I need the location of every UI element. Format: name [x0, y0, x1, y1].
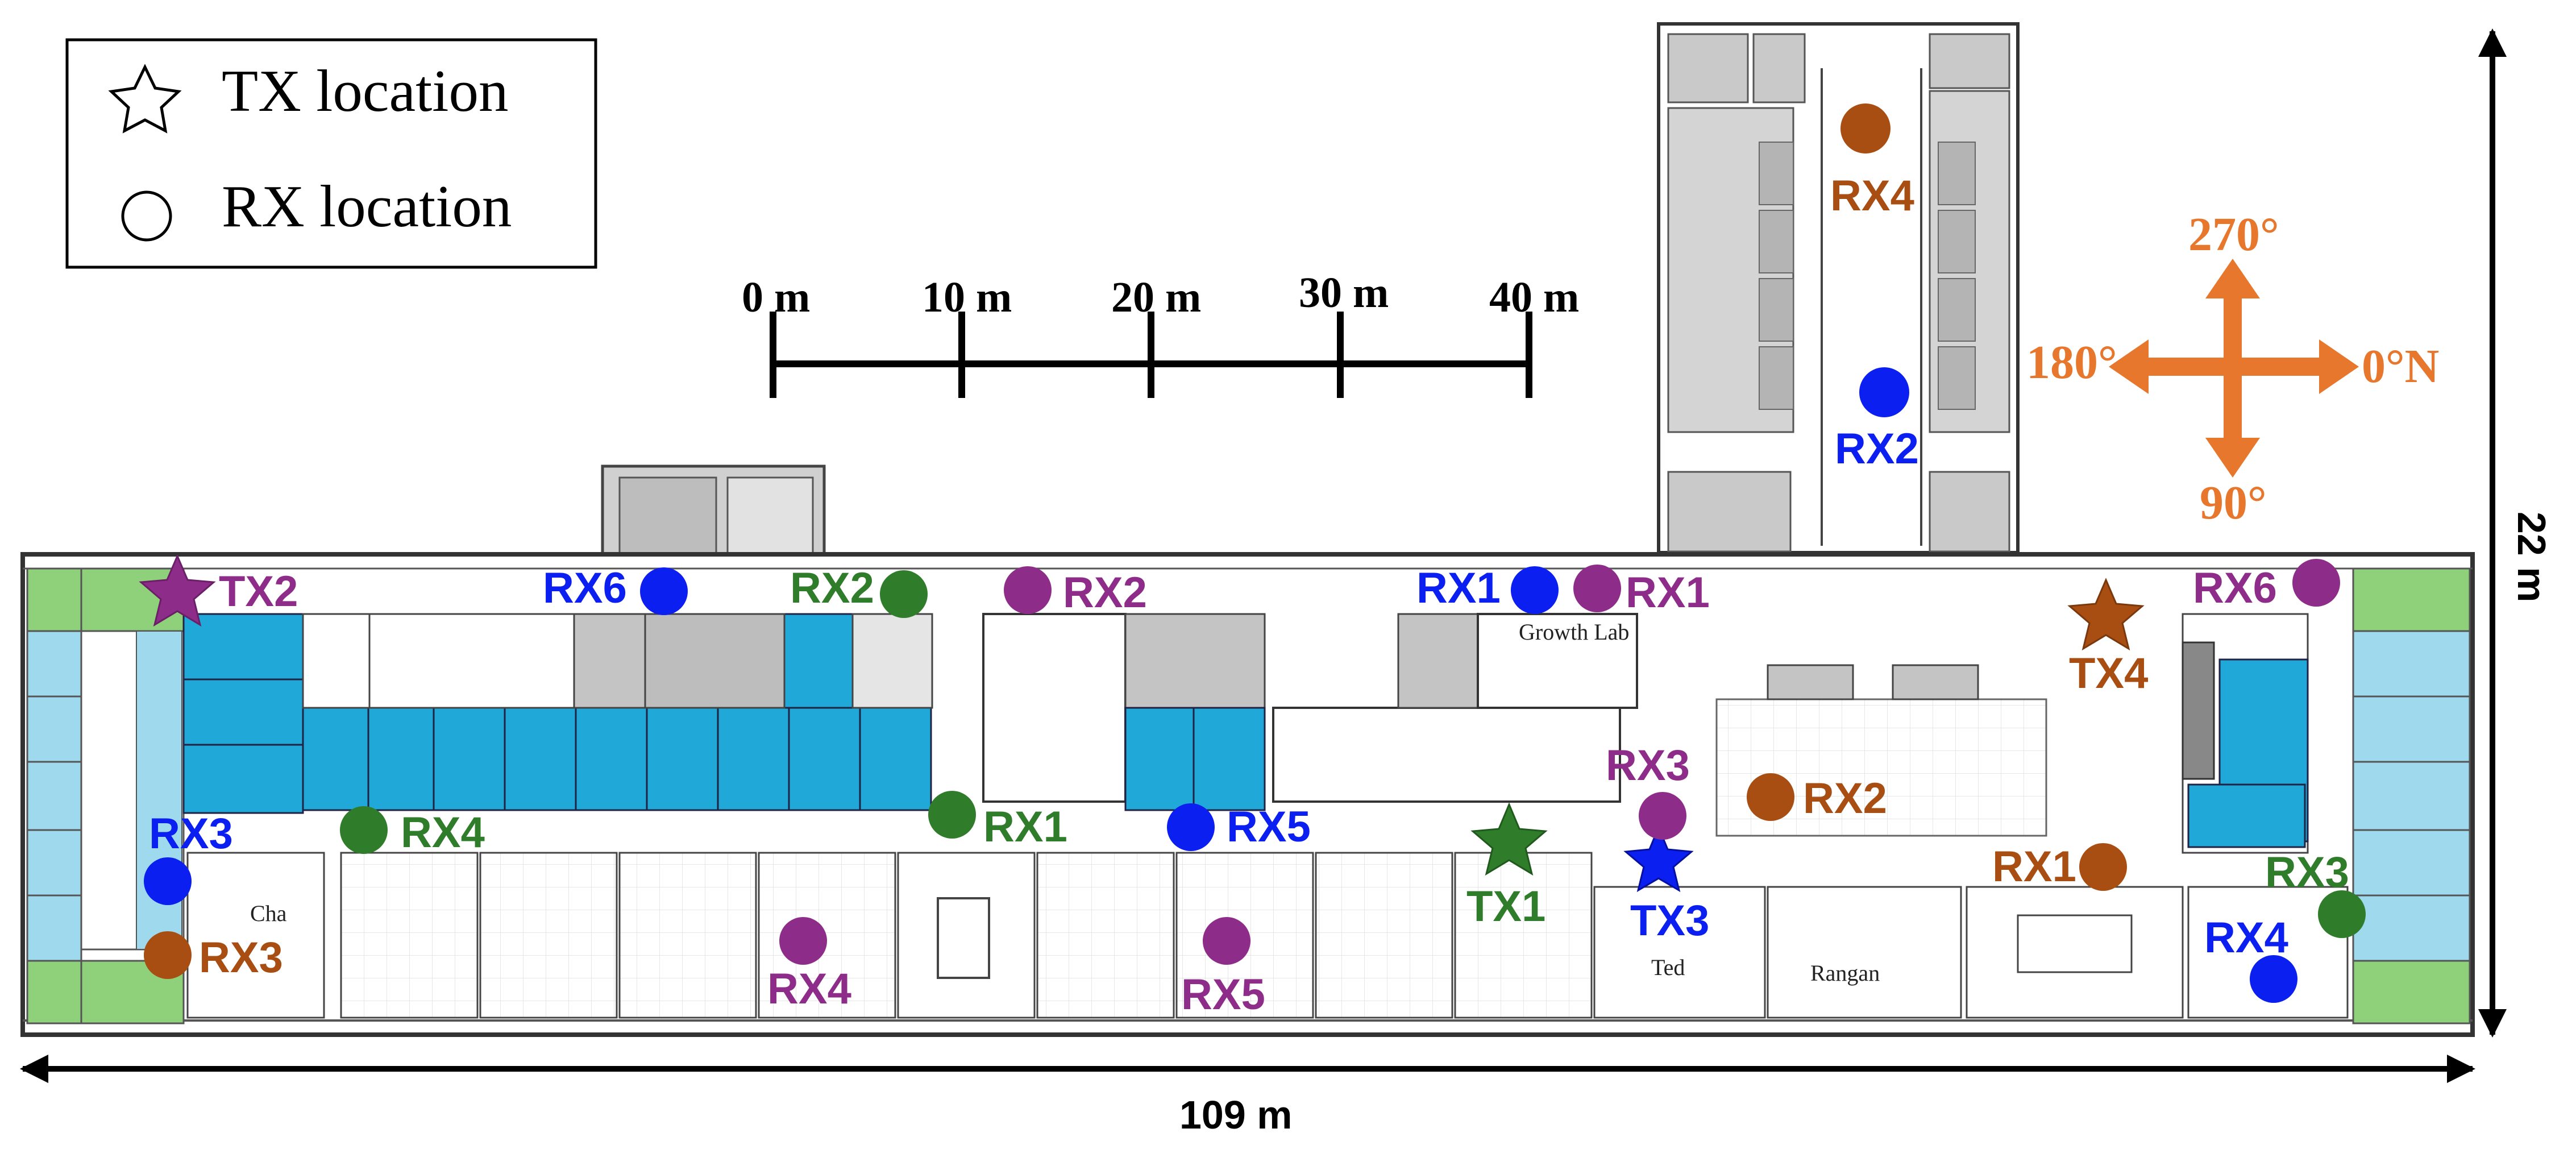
- rx1-green-label: RX1: [983, 803, 1067, 851]
- rx3-green-label: RX3: [2265, 848, 2349, 897]
- scale-tick-label: 20 m: [1111, 273, 1201, 321]
- compass-left-label: 180°: [2026, 336, 2117, 389]
- rx2-green-label: RX2: [790, 564, 874, 612]
- rx2-blue-top-label: RX2: [1835, 425, 1919, 473]
- rx1-orange-dot: [2079, 843, 2127, 891]
- rx4-green-dot: [340, 806, 388, 854]
- rx2-blue-top-dot: [1859, 367, 1909, 417]
- scale-tick-label: 10 m: [922, 273, 1012, 321]
- height-label: 22 m: [2509, 512, 2554, 603]
- rx4-purple-label: RX4: [767, 965, 851, 1013]
- scale-tick-label: 0 m: [742, 273, 810, 321]
- legend-star-icon: [108, 64, 182, 134]
- growth-lab-label: Growth Lab: [1519, 619, 1629, 645]
- legend: TX location RX location: [65, 38, 597, 269]
- rx1-green-dot: [928, 791, 976, 839]
- compass-arrow-down-icon: [2205, 438, 2260, 478]
- tx2-label: TX2: [219, 567, 298, 616]
- tx3-star: [1623, 825, 1694, 893]
- rx1-orange-label: RX1: [1992, 843, 2076, 891]
- rx1-purple-dot: [1573, 565, 1621, 612]
- ted-room-label: Ted: [1651, 955, 1685, 980]
- rx4-purple-dot: [779, 917, 827, 965]
- rx5-blue-dot: [1167, 803, 1215, 851]
- rx1-blue-label: RX1: [1416, 564, 1501, 612]
- rx3-blue-label: RX3: [149, 810, 233, 858]
- rx6-purple-dot: [2292, 559, 2340, 607]
- rx1-purple-label: RX1: [1626, 569, 1710, 617]
- rangan-room-label: Rangan: [1810, 960, 1880, 986]
- legend-rx-label: RX location: [222, 173, 512, 239]
- pantry-room: [982, 613, 1127, 803]
- rx1-blue-dot: [1511, 566, 1559, 614]
- rx3-orange-dot: [144, 931, 192, 979]
- rx6-purple-label: RX6: [2193, 564, 2277, 612]
- rx2-orange-label: RX2: [1803, 774, 1887, 823]
- rx2-purple-label: RX2: [1063, 569, 1147, 617]
- rx5-purple-dot: [1203, 917, 1250, 965]
- scale-bar: 0 m 10 m 20 m 30 m 40 m: [742, 269, 1579, 398]
- rx-markers: RX4 RX2 RX6 RX2 RX2 RX1 RX1 RX6 RX3 RX4 …: [144, 103, 2366, 1019]
- rx4-blue-label: RX4: [2204, 914, 2288, 962]
- rx6-blue-dot: [640, 567, 688, 615]
- width-label: 109 m: [1179, 1093, 1292, 1137]
- rx2-green-dot: [880, 570, 928, 618]
- tx3-label: TX3: [1630, 897, 1709, 945]
- tx2-star: [139, 554, 216, 627]
- rx2-purple-dot: [1004, 566, 1052, 614]
- tx4-label: TX4: [2069, 649, 2148, 698]
- compass-arrow-left-icon: [2109, 339, 2149, 394]
- rx4-orange-top-label: RX4: [1830, 172, 1914, 220]
- rx6-blue-label: RX6: [543, 564, 627, 612]
- cubicle-row-west: [302, 613, 933, 811]
- growth-lab-room: [1477, 613, 1638, 709]
- scale-tick-label: 40 m: [1489, 273, 1579, 321]
- rx4-green-label: RX4: [401, 808, 485, 857]
- rx4-blue-dot: [2250, 955, 2297, 1003]
- legend-circle-icon: [121, 190, 172, 242]
- south-workstations: Cha Ted Rangan: [186, 852, 2349, 1019]
- rx4-orange-top-dot: [1840, 103, 1891, 154]
- rx3-blue-dot: [144, 857, 192, 905]
- rx2-orange-dot: [1747, 773, 1794, 821]
- compass-arrow-up-icon: [2205, 259, 2260, 298]
- compass-down-label: 90°: [2200, 476, 2267, 529]
- building: Growth Lab Cha: [20, 22, 2475, 1037]
- dimension-markers: 22 m 109 m: [20, 28, 2554, 1137]
- scale-tick-label: 30 m: [1299, 269, 1389, 317]
- tx-markers: TX2 TX1 TX3 TX4: [139, 554, 2148, 945]
- tx1-star: [1470, 802, 1548, 876]
- wireless-lab: [1272, 707, 1621, 803]
- compass-right-label: 0°N: [2362, 340, 2439, 393]
- rx3-orange-label: RX3: [199, 934, 283, 982]
- rx3-purple-label: RX3: [1606, 741, 1690, 790]
- legend-tx-label: TX location: [222, 57, 508, 124]
- compass-up-label: 270°: [2188, 208, 2279, 261]
- rx5-purple-label: RX5: [1181, 970, 1265, 1019]
- rx5-blue-label: RX5: [1227, 803, 1311, 851]
- chair-room-label: Cha: [250, 901, 287, 926]
- compass: 270° 180° 0°N 90°: [2026, 208, 2439, 529]
- rx3-green-dot: [2318, 890, 2366, 938]
- tx1-label: TX1: [1466, 882, 1545, 931]
- rx3-purple-dot: [1639, 792, 1686, 840]
- compass-arrow-right-icon: [2319, 339, 2359, 394]
- tx4-star: [2067, 578, 2145, 651]
